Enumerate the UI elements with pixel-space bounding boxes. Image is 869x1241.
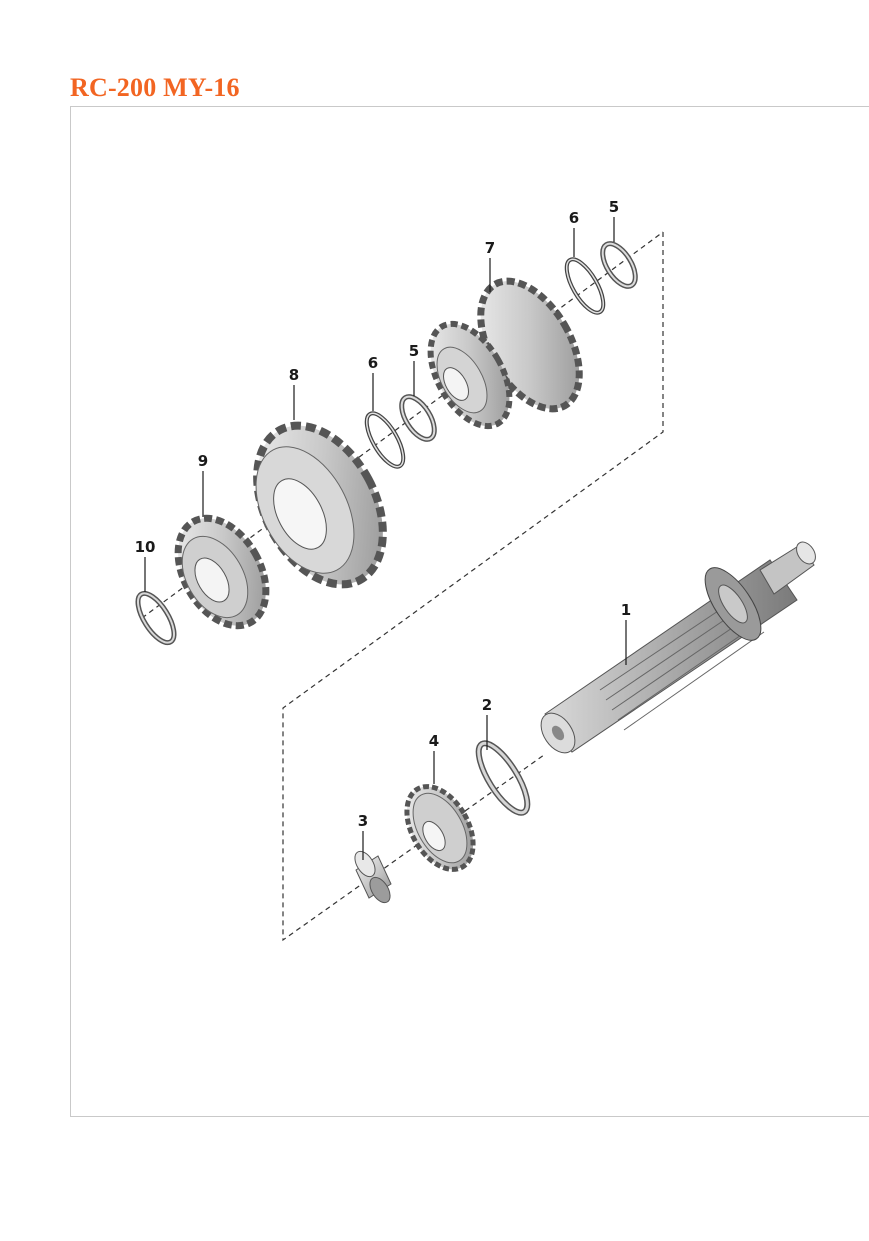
part-7-double-gear — [427, 277, 583, 430]
callout-9: 9 — [198, 452, 208, 517]
callout-9-label: 9 — [198, 452, 208, 470]
part-6-circlip-lower — [364, 411, 406, 469]
callout-8-label: 8 — [289, 366, 299, 384]
callout-10-label: 10 — [135, 538, 156, 556]
callout-3: 3 — [358, 812, 368, 860]
callout-4: 4 — [429, 732, 439, 784]
callout-7: 7 — [485, 239, 495, 292]
diagram-frame — [70, 106, 869, 1117]
part-9-gear — [174, 514, 270, 630]
callout-6b-label: 6 — [569, 209, 579, 227]
part-6-circlip-upper — [564, 257, 606, 315]
callout-2-label: 2 — [482, 696, 492, 714]
part-1-main-shaft — [540, 541, 816, 754]
callout-1: 1 — [621, 601, 631, 665]
callout-10: 10 — [135, 538, 156, 592]
callout-8: 8 — [289, 366, 299, 420]
part-3-bushing — [354, 850, 392, 904]
callout-7-label: 7 — [485, 239, 495, 257]
part-2-washer — [475, 740, 531, 816]
part-4-gear — [404, 784, 476, 872]
callout-5-upper: 5 — [609, 198, 619, 242]
callout-2: 2 — [482, 696, 492, 750]
page-title: RC-200 MY-16 — [70, 73, 240, 102]
callout-5-lower: 5 — [409, 342, 419, 396]
callout-6-upper: 6 — [569, 209, 579, 257]
callout-4-label: 4 — [429, 732, 439, 750]
callout-5a-label: 5 — [409, 342, 419, 360]
part-8-large-gear — [253, 421, 387, 589]
part-5-splined-washer-lower — [399, 394, 437, 442]
callout-5b-label: 5 — [609, 198, 619, 216]
callout-6a-label: 6 — [368, 354, 378, 372]
part-5-splined-washer-upper — [600, 241, 638, 289]
callout-1-label: 1 — [621, 601, 631, 619]
callout-3-label: 3 — [358, 812, 368, 830]
callout-6-lower: 6 — [368, 354, 378, 411]
part-10-thrust-washer — [135, 590, 177, 646]
